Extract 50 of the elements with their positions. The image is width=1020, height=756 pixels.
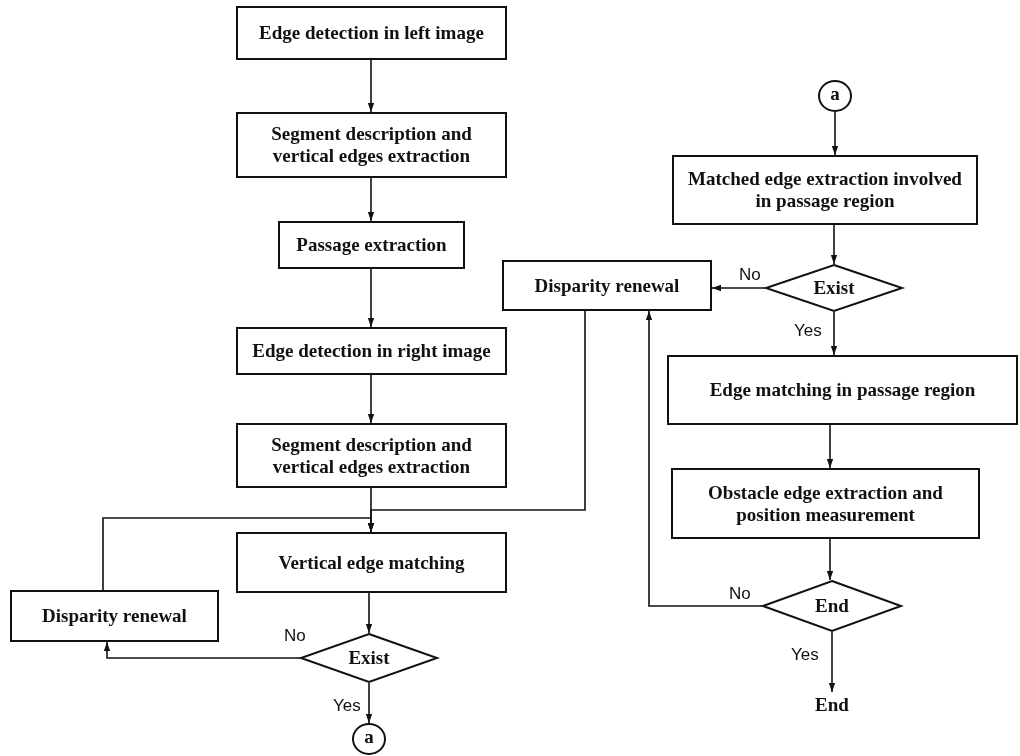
node-text: Obstacle edge extraction and position measurement [707,481,944,526]
arrow [367,310,586,533]
process-box [236,6,507,60]
arrow [831,111,839,156]
edge-label: No [283,627,307,644]
node-text: Segment description and vertical edges extraction [270,123,473,167]
node-text: End [815,595,849,617]
arrow [367,374,375,424]
process-box [236,327,507,375]
node-text: Disparity renewal [41,605,188,627]
node-text: Matched edge extraction involved in passage region [687,168,963,212]
process-box [671,468,980,539]
edge-label: Yes [332,697,362,714]
node-text: a [830,83,840,105]
edge-label: No [738,266,762,283]
process-box [502,260,712,311]
arrow [830,311,838,356]
process-box [672,155,978,225]
node-text: End [815,694,849,716]
node-text: Edge detection in right image [251,340,492,362]
node-text: Exist [348,647,390,669]
process-box [278,221,465,269]
arrow [367,268,375,328]
edge-label: Yes [793,322,823,339]
node-text: Disparity renewal [533,274,681,297]
edge-label: No [728,585,752,602]
process-box [236,532,507,593]
process-box [236,423,507,488]
arrow [365,592,373,634]
arrow [826,424,834,469]
node-text: Exist [813,277,855,299]
arrow [830,224,838,265]
node-text: Segment description and vertical edges extraction [270,433,473,478]
node-text: Passage extraction [295,234,448,256]
process-box [10,590,219,642]
edge-label: Yes [790,646,820,663]
node-text: Edge matching in passage region [708,379,977,401]
node-text: Vertical edge matching [277,551,466,574]
arrow [367,59,375,113]
node-text: a [364,726,374,748]
arrow [645,310,763,607]
arrow [828,631,836,693]
process-box [667,355,1018,425]
arrow [103,641,301,659]
process-box [236,112,507,178]
arrow [826,538,834,581]
arrow [711,284,766,292]
arrow [365,682,373,724]
arrow [367,177,375,222]
node-text: Edge detection in left image [258,22,485,44]
